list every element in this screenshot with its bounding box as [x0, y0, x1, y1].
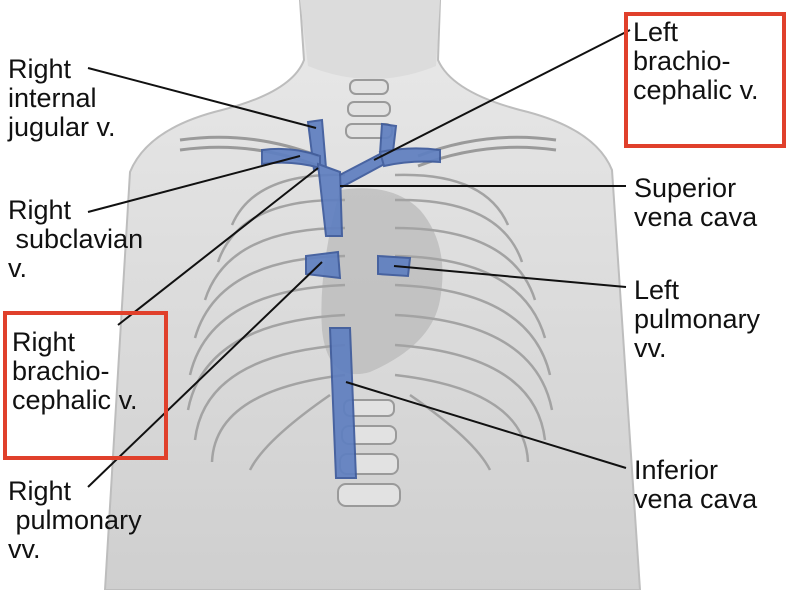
label-right-pulmonary: Right pulmonary vv. — [8, 477, 142, 564]
label-superior-vena-cava: Superior vena cava — [634, 174, 757, 232]
right-pulmonary-veins — [306, 252, 340, 278]
label-right-subclavian: Right subclavian v. — [8, 196, 143, 283]
label-right-brachiocephalic: Right brachio- cephalic v. — [12, 328, 138, 415]
neck — [300, 0, 440, 79]
label-left-brachiocephalic: Left brachio- cephalic v. — [633, 18, 759, 105]
label-left-pulmonary: Left pulmonary vv. — [634, 276, 760, 363]
label-inferior-vena-cava: Inferior vena cava — [634, 456, 757, 514]
label-right-internal-jugular: Right internal jugular v. — [8, 55, 116, 142]
